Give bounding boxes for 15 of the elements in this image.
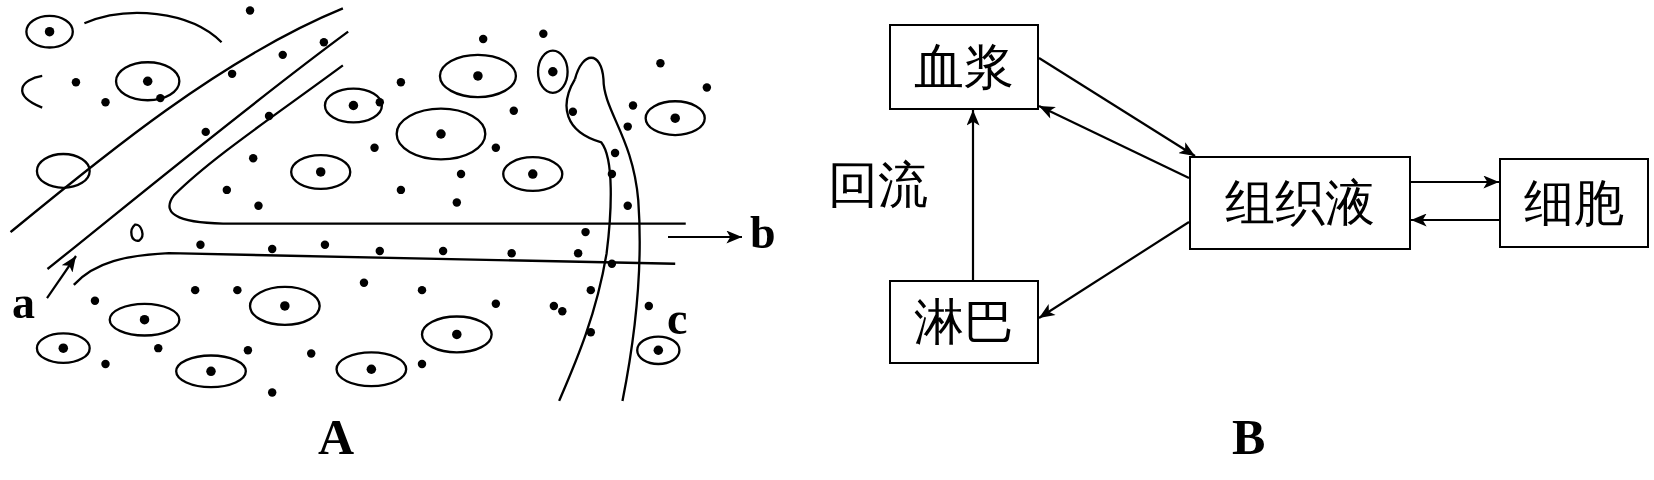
arrow bbox=[1411, 175, 1499, 189]
arrow bbox=[966, 110, 980, 280]
text-box: 组织液 bbox=[1189, 156, 1411, 250]
panel-label: A bbox=[318, 412, 355, 462]
arrow bbox=[1038, 105, 1190, 179]
text-box: 血浆 bbox=[889, 24, 1039, 110]
arrow bbox=[1411, 213, 1499, 227]
text-box: 淋巴 bbox=[889, 280, 1039, 364]
panel-label: B bbox=[1232, 412, 1266, 462]
arrow bbox=[1038, 221, 1190, 319]
text-box: 细胞 bbox=[1499, 158, 1649, 248]
letter-label: c bbox=[667, 296, 688, 342]
letter-label: a bbox=[12, 280, 35, 326]
arrow bbox=[1038, 57, 1196, 157]
letter-label: b bbox=[750, 210, 776, 256]
